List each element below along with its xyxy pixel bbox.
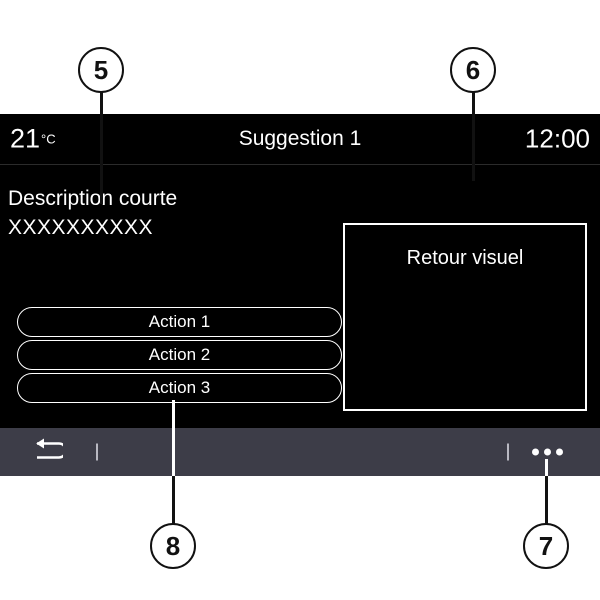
callout-marker-8: 8	[150, 523, 196, 569]
ellipsis-dot-3	[556, 448, 563, 456]
callout-leader-5	[100, 86, 103, 204]
description-subtitle: XXXXXXXXXX	[8, 216, 154, 239]
description-block: Description courte XXXXXXXXXX	[8, 185, 177, 243]
bottom-toolbar	[0, 428, 600, 476]
action-button-2[interactable]: Action 2	[17, 340, 342, 370]
infotainment-screen: 21°C Suggestion 1 12:00 Description cour…	[0, 114, 600, 476]
toolbar-separator-right	[507, 443, 509, 461]
action-button-list: Action 1 Action 2 Action 3	[17, 307, 342, 406]
callout-label-7: 7	[538, 531, 554, 561]
toolbar-separator-left	[96, 443, 98, 461]
action-button-1-label: Action 1	[148, 312, 211, 331]
callout-label-8: 8	[165, 531, 181, 561]
visual-feedback-label: Retour visuel	[406, 247, 524, 269]
callout-leader-8-over-screen	[172, 400, 175, 476]
callout-leader-6	[472, 86, 475, 181]
temperature-value: 21	[10, 123, 41, 154]
temperature-readout: 21°C	[10, 124, 56, 155]
callout-leader-7-over-screen	[545, 459, 548, 476]
callout-marker-7: 7	[523, 523, 569, 569]
callout-leader-8	[172, 476, 175, 524]
clock: 12:00	[524, 123, 590, 154]
description-title: Description courte	[8, 187, 178, 210]
action-button-2-label: Action 2	[148, 345, 211, 364]
ellipsis-dot-2	[544, 448, 551, 456]
callout-label-5: 5	[93, 55, 109, 85]
action-button-3[interactable]: Action 3	[17, 373, 342, 403]
temperature-unit: °C	[41, 131, 56, 147]
ellipsis-dot-1	[532, 448, 539, 456]
callout-leader-7	[545, 476, 548, 524]
page-title: Suggestion 1	[238, 127, 362, 150]
back-arrow-icon[interactable]	[33, 438, 68, 467]
callout-marker-5: 5	[78, 47, 124, 93]
callout-marker-6: 6	[450, 47, 496, 93]
visual-feedback-panel: Retour visuel	[343, 223, 587, 411]
action-button-1[interactable]: Action 1	[17, 307, 342, 337]
status-bar: 21°C Suggestion 1 12:00	[0, 114, 600, 165]
ellipsis-menu-icon[interactable]	[532, 448, 563, 456]
callout-label-6: 6	[465, 55, 481, 85]
action-button-3-label: Action 3	[148, 378, 211, 397]
screen-content: Description courte XXXXXXXXXX Action 1 A…	[0, 165, 600, 429]
